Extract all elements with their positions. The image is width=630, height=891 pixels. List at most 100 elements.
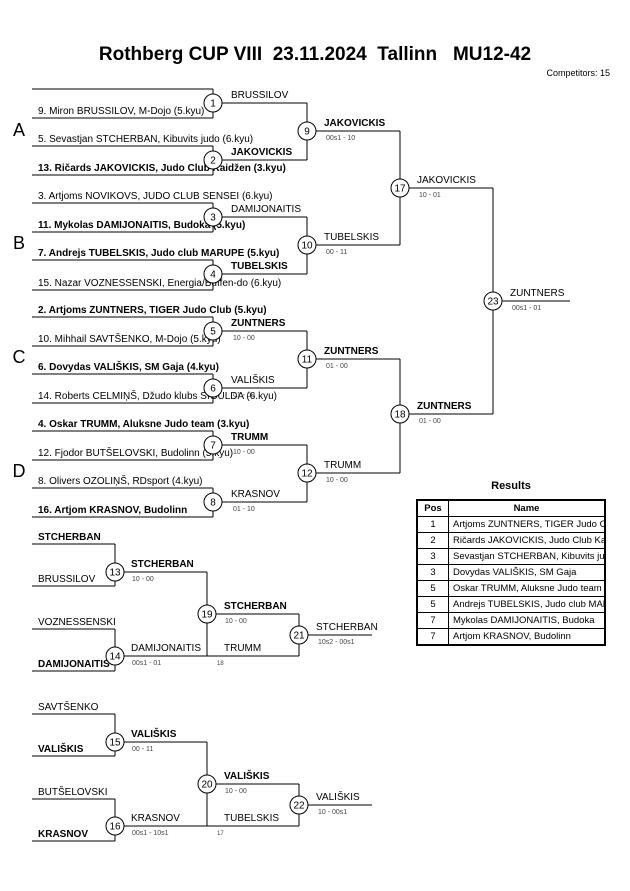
match-score: 10 - 00 <box>132 576 154 583</box>
competitor-entry: 16. Artjom KRASNOV, Budolinn <box>38 505 187 516</box>
match-number: 5 <box>210 327 216 338</box>
competitor-entry: 12. Fjodor BUTŠELOVSKI, Budolinn (5.kyu) <box>38 446 233 459</box>
match-number-circle <box>289 795 309 815</box>
match-winner: TRUMM <box>231 432 268 443</box>
match-number-circle <box>297 121 317 141</box>
competitor-entry: 6. Dovydas VALIŠKIS, SM Gaja (4.kyu) <box>38 360 219 373</box>
repechage-entry: KRASNOV <box>38 829 88 840</box>
match-winner: ZUNTNERS <box>510 288 565 299</box>
match-winner: ZUNTNERS <box>417 401 472 412</box>
match-number: 11 <box>302 355 313 366</box>
result-name: Andrejs TUBELSKIS, Judo club MARUPE <box>448 596 606 613</box>
match-winner: JAKOVICKIS <box>231 147 292 158</box>
match-number: 3 <box>210 213 216 224</box>
match-score: 01 - 00 <box>233 392 255 399</box>
match-number-circle <box>197 774 217 794</box>
competitor-entry: 15. Nazar VOZNESSENSKI, Energia/Buffen-d… <box>38 278 281 289</box>
match-number-circle <box>390 404 410 424</box>
match-number-circle <box>105 646 125 666</box>
match-score: 10 - 00 <box>233 449 255 456</box>
match-number-circle <box>297 349 317 369</box>
match-score: 10 - 00 <box>225 788 247 795</box>
result-pos: 5 <box>416 596 449 613</box>
competitor-entry: 2. Artjoms ZUNTNERS, TIGER Judo Club (5.… <box>38 305 267 316</box>
match-number-circle <box>289 625 309 645</box>
pool-label: A <box>13 120 25 140</box>
match-winner: STCHERBAN <box>316 622 378 633</box>
match-winner: VALIŠKIS <box>316 790 360 803</box>
match-number-circle <box>105 732 125 752</box>
match-number-circle <box>203 492 223 512</box>
match-winner: JAKOVICKIS <box>417 175 476 186</box>
match-winner: TUBELSKIS <box>324 232 379 243</box>
competitor-entry: 4. Oskar TRUMM, Aluksne Judo team (3.kyu… <box>38 419 249 430</box>
match-winner: VALIŠKIS <box>224 769 270 782</box>
results-header-name: Name <box>448 499 606 517</box>
match-score: 01 - 00 <box>326 363 348 370</box>
match-winner: TUBELSKIS <box>231 261 288 272</box>
match-score: 01 - 10 <box>233 506 255 513</box>
match-winner: KRASNOV <box>131 813 180 824</box>
result-name: Ričards JAKOVICKIS, Judo Club Kaidžen <box>448 532 606 549</box>
match-score: 00s1 - 01 <box>512 305 541 312</box>
competitor-entry: 10. Mihhail SAVTŠENKO, M-Dojo (5.kyu) <box>38 332 221 345</box>
match-number: 23 <box>487 297 499 308</box>
result-pos: 1 <box>416 516 449 533</box>
result-pos: 2 <box>416 532 449 549</box>
match-number: 20 <box>201 780 213 791</box>
match-number-circle <box>390 178 410 198</box>
result-name: Artjom KRASNOV, Budolinn <box>448 628 606 646</box>
match-winner: VALIŠKIS <box>131 727 177 740</box>
match-score: 10 - 00s1 <box>318 809 347 816</box>
match-number-circle <box>203 207 223 227</box>
result-pos: 5 <box>416 580 449 597</box>
match-score: 10 - 01 <box>419 192 441 199</box>
match-score: 10 - 00 <box>233 335 255 342</box>
match-number-circle <box>297 463 317 483</box>
result-name: Sevastjan STCHERBAN, Kibuvits judo <box>448 548 606 565</box>
match-score: 10s2 - 00s1 <box>318 639 355 646</box>
match-number-circle <box>105 816 125 836</box>
pool-label: B <box>13 233 25 253</box>
match-number: 13 <box>109 568 121 579</box>
match-score: 00s1 - 10s1 <box>132 830 169 837</box>
result-pos: 3 <box>416 564 449 581</box>
repechage-entry: VALIŠKIS <box>38 742 84 755</box>
match-winner: DAMIJONAITIS <box>231 204 301 215</box>
repechage-entry: VOZNESSENSKI <box>38 617 116 628</box>
match-number-circle <box>203 435 223 455</box>
repechage-entry: BRUSSILOV <box>38 574 96 585</box>
competitor-entry: 8. Olivers OZOLIŅŠ, RDsport (4.kyu) <box>38 474 202 487</box>
match-winner: TRUMM <box>324 460 361 471</box>
match-winner: VALIŠKIS <box>231 373 275 386</box>
competitors-count: Competitors: 15 <box>546 68 610 78</box>
match-number: 12 <box>301 469 313 480</box>
match-score: 00 - 11 <box>326 249 347 256</box>
competitor-entry: 5. Sevastjan STCHERBAN, Kibuvits judo (6… <box>38 134 253 145</box>
result-name: Artjoms ZUNTNERS, TIGER Judo Club <box>448 516 606 533</box>
match-number: 15 <box>109 738 121 749</box>
match-winner: STCHERBAN <box>224 601 287 612</box>
match-number: 7 <box>210 441 216 452</box>
match-score: 10 - 00 <box>225 618 247 625</box>
match-number: 21 <box>293 631 305 642</box>
feeder-name: TRUMM <box>224 643 261 654</box>
match-number: 9 <box>304 127 310 138</box>
match-number: 4 <box>210 270 216 281</box>
match-number-circle <box>203 378 223 398</box>
result-pos: 7 <box>416 612 449 629</box>
match-winner: STCHERBAN <box>131 559 194 570</box>
repechage-entry: SAVTŠENKO <box>38 700 99 713</box>
match-number: 22 <box>293 801 305 812</box>
competitor-entry: 7. Andrejs TUBELSKIS, Judo club MARUPE (… <box>38 248 279 259</box>
result-name: Dovydas VALIŠKIS, SM Gaja <box>448 564 606 581</box>
